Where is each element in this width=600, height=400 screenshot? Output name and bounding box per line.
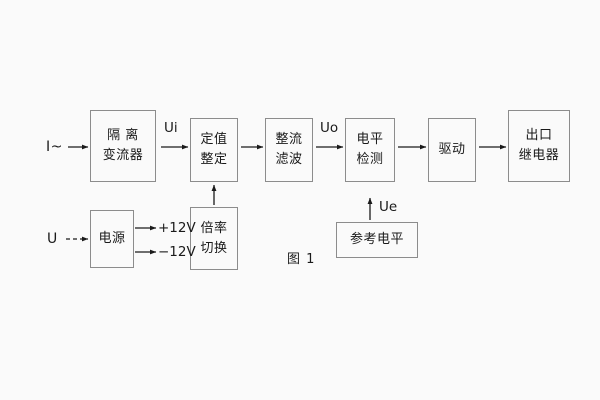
block-rectify-filter[interactable]: 整流 滤波 bbox=[265, 118, 313, 182]
block-label-line: 整流 bbox=[275, 132, 303, 148]
label-rail-positive: +12V bbox=[158, 220, 196, 236]
block-label-line: 继电器 bbox=[518, 148, 560, 163]
block-level-detect[interactable]: 电平 检测 bbox=[345, 118, 395, 182]
block-multiplier-switch[interactable]: 倍率 切换 bbox=[190, 207, 238, 270]
block-label-line: 定值 bbox=[200, 132, 228, 148]
label-ui: Ui bbox=[164, 120, 178, 136]
block-reference-level[interactable]: 参考电平 bbox=[336, 222, 418, 258]
block-label-line: 电平 bbox=[356, 132, 384, 148]
block-isolation-transformer[interactable]: 隔 离 变流器 bbox=[90, 110, 156, 182]
block-label-line: 出口 bbox=[525, 128, 553, 144]
label-voltage-input: U bbox=[47, 231, 58, 247]
block-label-line: 电源 bbox=[98, 231, 126, 247]
label-current-input: I~ bbox=[46, 139, 63, 155]
block-power-supply[interactable]: 电源 bbox=[90, 210, 134, 268]
block-label-line: 检测 bbox=[356, 152, 384, 167]
block-drive[interactable]: 驱动 bbox=[428, 118, 476, 182]
label-rail-negative: −12V bbox=[158, 244, 196, 260]
block-output-relay[interactable]: 出口 继电器 bbox=[508, 110, 570, 182]
block-label-line: 隔 离 bbox=[107, 128, 139, 144]
figure-caption: 图 1 bbox=[287, 252, 316, 267]
label-ue: Ue bbox=[379, 199, 398, 215]
block-label-line: 切换 bbox=[200, 240, 228, 256]
block-label-line: 参考电平 bbox=[349, 232, 404, 248]
block-label-line: 驱动 bbox=[438, 142, 466, 158]
label-uo: Uo bbox=[320, 120, 339, 136]
block-label-line: 倍率 bbox=[200, 220, 228, 236]
block-label-line: 滤波 bbox=[275, 152, 303, 167]
block-label-line: 整定 bbox=[200, 152, 228, 167]
block-setting-value[interactable]: 定值 整定 bbox=[190, 118, 238, 182]
block-label-line: 变流器 bbox=[102, 148, 144, 163]
